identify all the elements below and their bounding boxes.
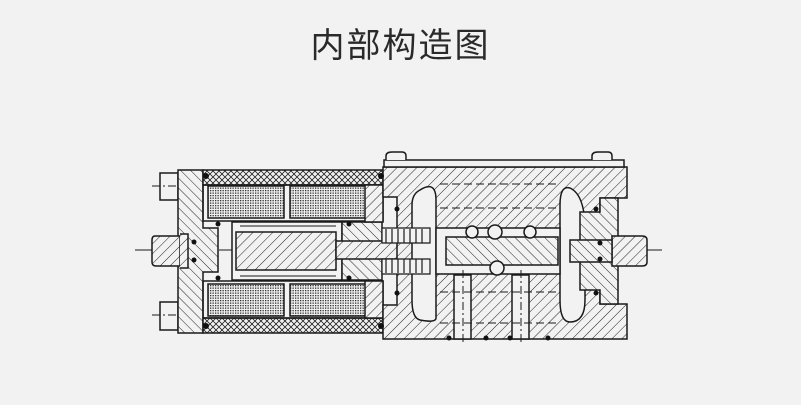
left-chamber	[411, 185, 437, 322]
coil-bottom-right	[289, 283, 367, 317]
page-title: 内部构造图	[310, 26, 491, 66]
spool	[445, 236, 559, 266]
left-manual-override-knob	[151, 235, 181, 267]
top-plate	[383, 159, 625, 168]
plunger	[235, 231, 337, 271]
bottom-ports	[440, 270, 556, 345]
top-bump-left	[385, 151, 407, 160]
top-bump-right	[591, 151, 613, 160]
o-ring-seals	[191, 173, 603, 341]
coil-bottom-left	[207, 283, 285, 317]
return-spring	[381, 227, 431, 275]
coil-top-right	[289, 185, 367, 219]
coil-top-left	[207, 185, 285, 219]
coil-housing-top	[202, 169, 384, 186]
coil-housing-bottom	[202, 317, 384, 334]
right-manual-override-knob	[611, 235, 648, 267]
